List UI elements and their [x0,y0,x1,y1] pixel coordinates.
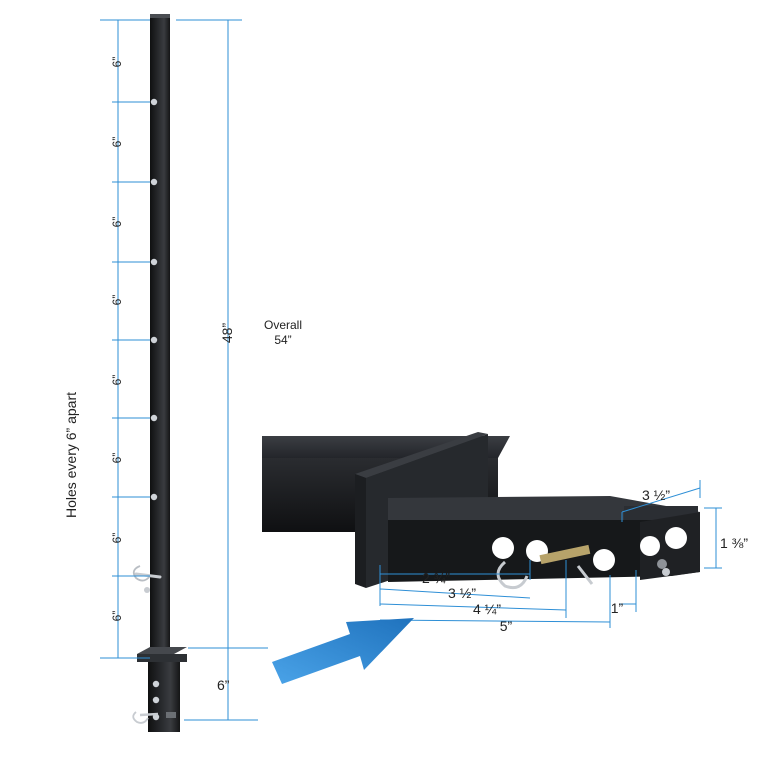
receiver-hole [665,527,687,549]
dim-1: 1” [611,600,624,616]
detail-dimension-lines [379,480,722,628]
length-label: 48” [219,323,235,344]
dim-2-3-4: 2 ¾” [422,570,450,586]
spacing-label: 6” [110,533,124,544]
spacing-label: 6” [110,611,124,622]
length-dimensions [176,19,268,721]
receiver-hole [593,549,615,571]
arrow-icon [272,618,414,684]
post-sleeve [137,647,187,732]
dim-4-1-4: 4 ¼” [473,601,501,617]
post-hole [150,414,158,422]
post-hole [150,258,158,266]
post-hole [150,98,158,106]
spacing-label: 6” [110,295,124,306]
post-hole [150,493,158,501]
spacing-label: 6” [110,57,124,68]
post-hole [150,336,158,344]
bottom-sleeve-label: 6” [217,677,230,693]
spacing-label: 6” [110,217,124,228]
spacing-label: 6” [110,137,124,148]
receiver-detail [262,432,700,590]
spacing-label: 6” [110,453,124,464]
dim-height: 1 ⅜” [720,535,748,551]
receiver-hole [492,537,514,559]
dim-5: 5” [500,618,513,634]
clip-icon [132,711,159,724]
dim-width: 3 ½” [642,487,670,503]
holes-every-label: Holes every 6” apart [63,392,79,518]
dim-3-1-2: 3 ½” [448,585,476,601]
overall-label: Overall [264,318,302,332]
vertical-post [150,14,170,714]
hole-spacing-dimensions [100,19,150,659]
overall-value: 54” [274,333,291,347]
spacing-label: 6” [110,375,124,386]
receiver-hole [640,536,660,556]
post-hole [150,178,158,186]
